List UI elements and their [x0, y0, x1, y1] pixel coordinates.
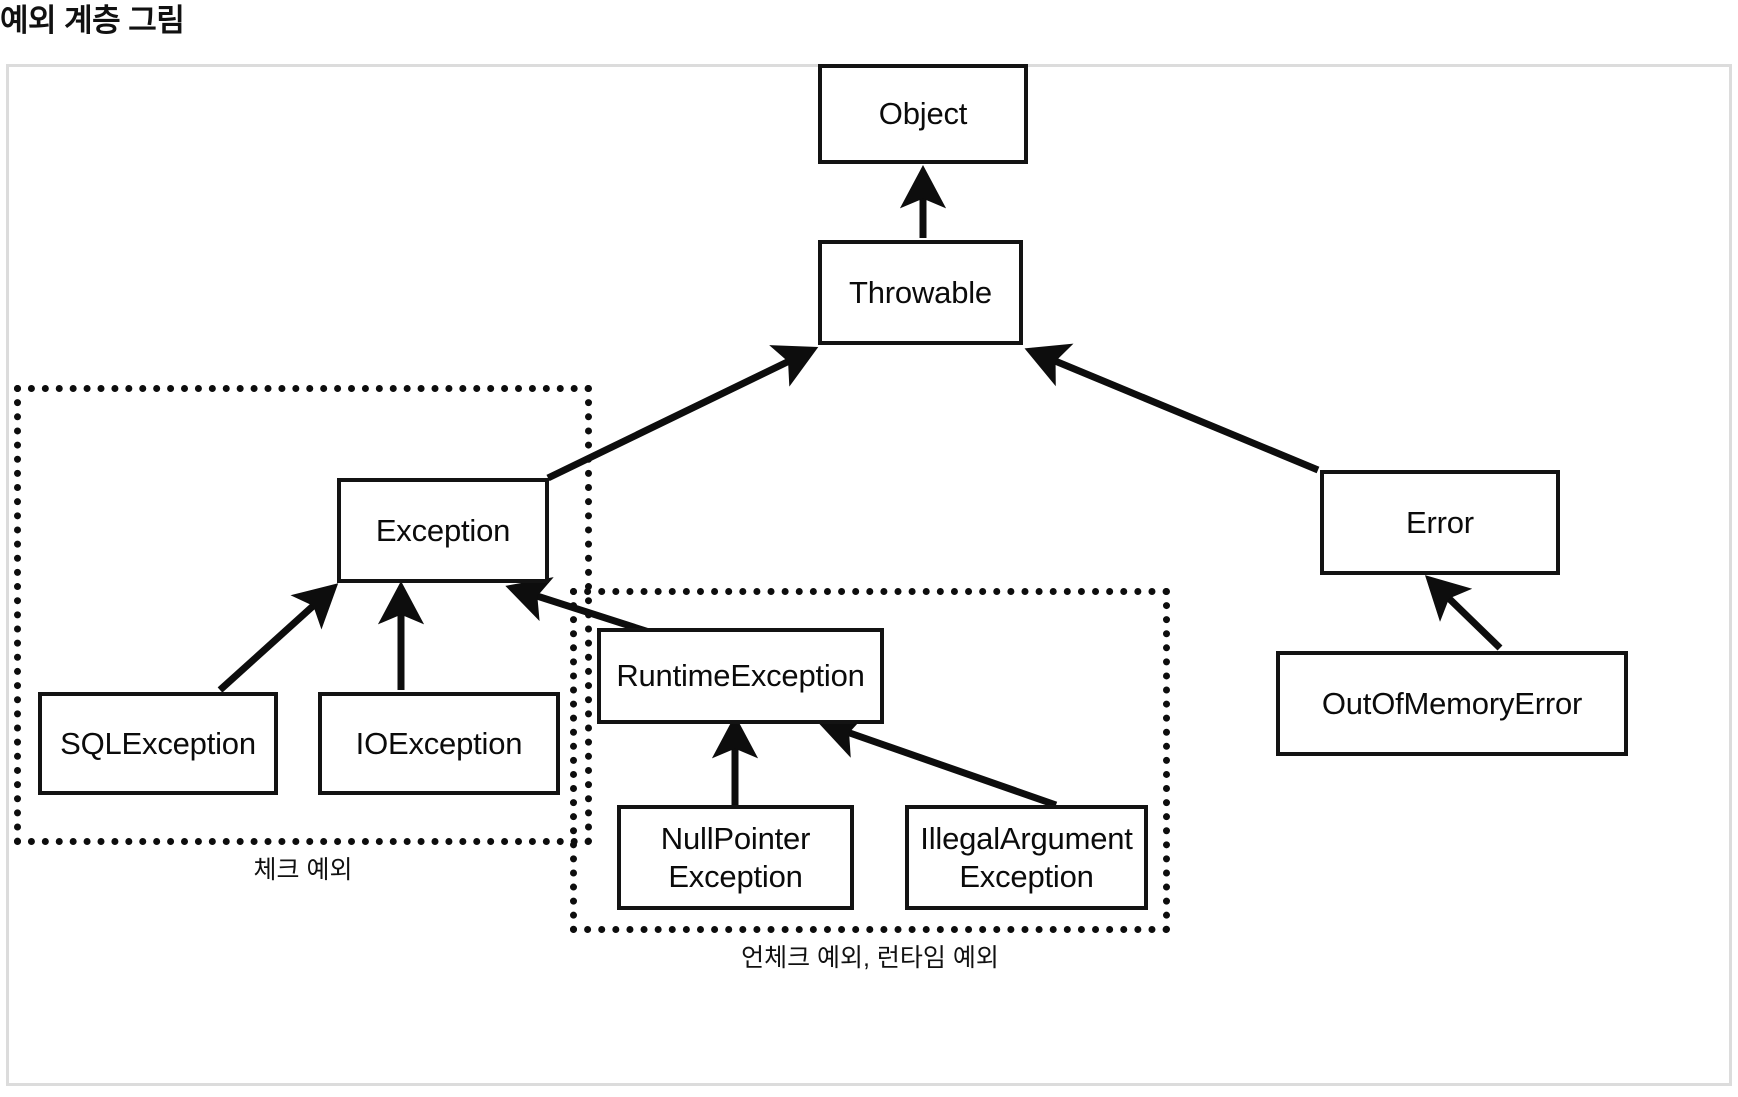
class-box-nullpointerexception[interactable]: NullPointer Exception: [617, 805, 854, 910]
class-label-outofmemoryerror: OutOfMemoryError: [1321, 685, 1583, 721]
class-box-outofmemoryerror[interactable]: OutOfMemoryError: [1276, 651, 1628, 756]
class-box-runtimeexception[interactable]: RuntimeException: [597, 628, 884, 724]
page-title: 예외 계층 그림: [0, 3, 185, 38]
class-label-object: Object: [878, 96, 968, 131]
class-box-ioexception[interactable]: IOException: [318, 692, 560, 795]
class-label-throwable: Throwable: [849, 274, 992, 310]
group-box-unchecked-exceptions: [570, 588, 1170, 933]
figure-frame: [6, 64, 1732, 1086]
class-label-nullpointerexception: NullPointer Exception: [660, 820, 811, 894]
class-box-illegalargumentexception[interactable]: IllegalArgument Exception: [905, 805, 1148, 910]
class-label-runtimeexception: RuntimeException: [616, 658, 865, 693]
class-label-exception: Exception: [375, 512, 511, 548]
class-box-exception[interactable]: Exception: [337, 478, 549, 583]
class-box-object[interactable]: Object: [818, 64, 1028, 164]
class-box-throwable[interactable]: Throwable: [818, 240, 1023, 345]
class-label-ioexception: IOException: [355, 725, 523, 761]
edge-error-to-throwable: [1024, 343, 1320, 474]
group-caption-checked-exceptions: 체크 예외: [253, 856, 353, 884]
group-caption-unchecked-exceptions: 언체크 예외, 런타임 예외: [741, 944, 999, 972]
class-box-error[interactable]: Error: [1320, 470, 1560, 575]
class-label-sqlexception: SQLException: [60, 725, 256, 761]
class-label-illegalargumentexception: IllegalArgument Exception: [920, 820, 1133, 894]
edge-outofmemoryerror-to-error: [1424, 575, 1503, 651]
class-box-sqlexception[interactable]: SQLException: [38, 692, 278, 795]
class-label-error: Error: [1406, 504, 1474, 540]
